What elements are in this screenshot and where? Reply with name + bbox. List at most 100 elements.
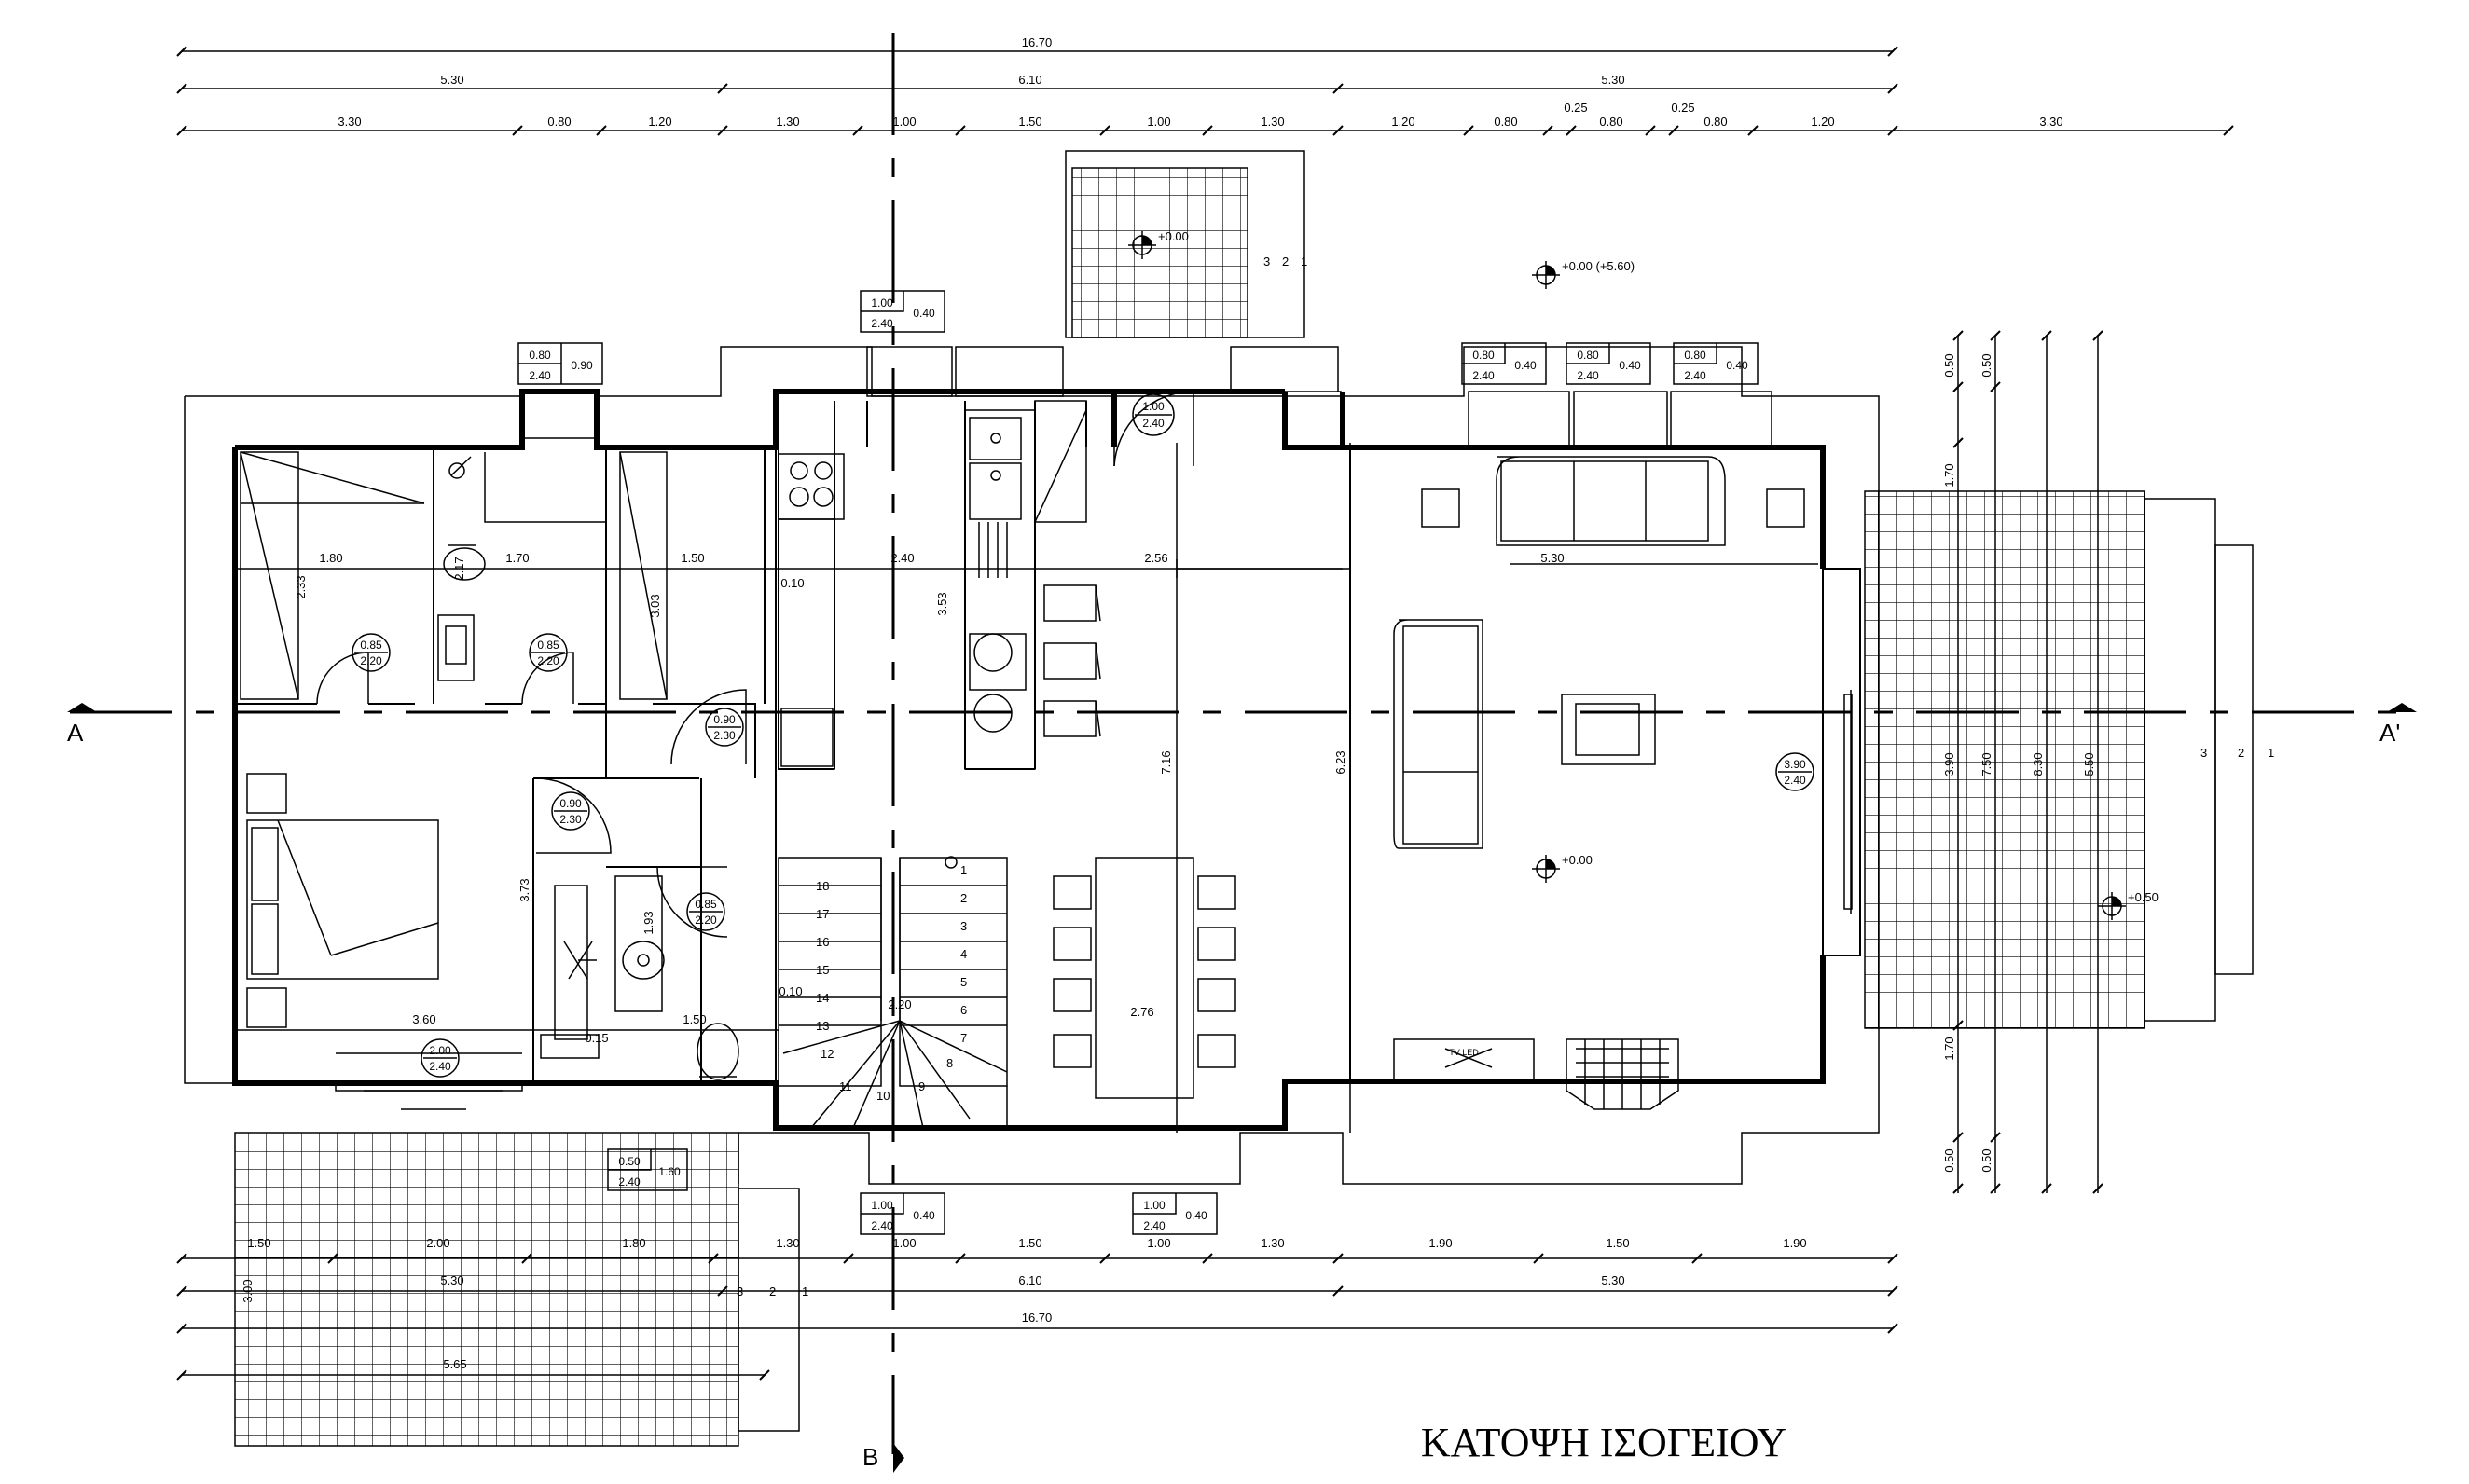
stair-step-6: 6 bbox=[960, 1003, 967, 1017]
opening-tag-boxes bbox=[352, 290, 1814, 1235]
stair-step-13: 13 bbox=[816, 1019, 829, 1033]
dim-170: 1.70 bbox=[505, 551, 529, 565]
dim-233: 2.33 bbox=[294, 575, 308, 598]
dim-right-run-2: 8.30 bbox=[2031, 752, 2045, 776]
ramp-right-3: 3 bbox=[2200, 746, 2207, 760]
closets bbox=[240, 451, 668, 700]
terrace-bottom bbox=[234, 1132, 800, 1447]
dim-top-l2-1: 6.10 bbox=[1018, 73, 1041, 87]
ramp-entry-3: 3 bbox=[1263, 254, 1270, 268]
tag-door-entry-w: 1.00 bbox=[1142, 400, 1165, 413]
tag-w-bot-left-w: 0.50 bbox=[618, 1155, 641, 1168]
dim-right-small-0: 0.50 bbox=[1942, 353, 1956, 377]
bedroom-furniture bbox=[246, 773, 523, 1110]
dim-716: 7.16 bbox=[1159, 750, 1173, 774]
dim-top-l3-8: 1.20 bbox=[1391, 115, 1414, 129]
level-terrace: +0.50 bbox=[2128, 890, 2159, 904]
dim-010a: 0.10 bbox=[780, 576, 804, 590]
stair-step-16: 16 bbox=[816, 935, 829, 949]
tag-door-bed-h: 2.30 bbox=[559, 813, 582, 826]
dim-top-l3-0: 3.30 bbox=[338, 115, 361, 129]
section-arrows bbox=[67, 703, 2417, 1473]
dim-top-l3-11: 0.80 bbox=[1703, 115, 1727, 129]
terrace-top-entry bbox=[1065, 150, 1305, 338]
stair-step-4: 4 bbox=[960, 947, 967, 961]
dim-right-small-b0: 0.50 bbox=[1942, 1148, 1956, 1172]
tag-door-b1-w: 0.85 bbox=[360, 639, 382, 652]
tag-w-top-left-w: 0.80 bbox=[529, 349, 551, 362]
dim-top-l3-6: 1.00 bbox=[1147, 115, 1170, 129]
tag-w-bot1-s: 0.40 bbox=[913, 1209, 935, 1222]
stair-step-10: 10 bbox=[876, 1089, 890, 1103]
tag-door-entry-h: 2.40 bbox=[1142, 417, 1165, 430]
stair-step-3: 3 bbox=[960, 919, 967, 933]
level-ground-upper: +0.00 (+5.60) bbox=[1562, 259, 1635, 273]
dim-right-mid: 1.70 bbox=[1942, 463, 1956, 487]
tag-w-bot1-h: 2.40 bbox=[871, 1219, 893, 1232]
dim-bot-l1-8: 1.90 bbox=[1428, 1236, 1452, 1250]
tag-w-top-r1-w: 0.80 bbox=[1472, 349, 1495, 362]
dim-150: 1.50 bbox=[681, 551, 704, 565]
dim-010b: 0.10 bbox=[779, 984, 802, 998]
tag-door-bath-w: 0.85 bbox=[695, 898, 717, 911]
door-swings bbox=[316, 391, 1853, 938]
dim-top-l3-7: 1.30 bbox=[1261, 115, 1284, 129]
stair-step-5: 5 bbox=[960, 975, 967, 989]
tag-w-top-r2-s: 0.40 bbox=[1619, 359, 1641, 372]
tag-door-b2-w: 0.85 bbox=[537, 639, 559, 652]
dim-top-l3-4: 1.00 bbox=[892, 115, 916, 129]
dim-top-l3-13: 3.30 bbox=[2039, 115, 2062, 129]
tag-w-bot2-w: 1.00 bbox=[1143, 1199, 1166, 1212]
section-lines bbox=[70, 33, 2410, 1454]
tag-w-top-r2-w: 0.80 bbox=[1577, 349, 1599, 362]
dining-table bbox=[1053, 857, 1236, 1099]
tag-w-top-r2-h: 2.40 bbox=[1577, 369, 1599, 382]
ramp-right-2: 2 bbox=[2238, 746, 2244, 760]
ramp-bottom-2: 2 bbox=[769, 1285, 776, 1298]
tag-door-b2-h: 2.20 bbox=[537, 654, 559, 667]
ramp-marks-right: 3 2 1 bbox=[2200, 746, 2274, 760]
tag-door-bath-h: 2.20 bbox=[695, 914, 717, 927]
section-mark-a: A bbox=[67, 719, 84, 747]
dim-top-l3-3: 1.30 bbox=[776, 115, 799, 129]
tag-door-kit-w: 0.90 bbox=[713, 713, 736, 726]
dimension-ticks bbox=[176, 46, 2234, 1381]
tag-w-top-r3-w: 0.80 bbox=[1684, 349, 1706, 362]
dim-terrace-width: 5.65 bbox=[443, 1357, 466, 1371]
tag-bedroom-win-h: 2.40 bbox=[429, 1060, 451, 1073]
dimension-lines bbox=[182, 50, 2228, 1376]
ramp-entry-1: 1 bbox=[1301, 254, 1307, 268]
dim-180: 1.80 bbox=[319, 551, 342, 565]
dim-right-mid2: 1.70 bbox=[1942, 1037, 1956, 1060]
dim-top-small-0: 0.25 bbox=[1564, 101, 1587, 115]
dim-right-small-b1: 0.50 bbox=[1979, 1148, 1993, 1172]
dim-217: 2.17 bbox=[452, 556, 466, 580]
exterior-walls bbox=[232, 389, 1826, 1131]
dim-top-l3-5: 1.50 bbox=[1018, 115, 1041, 129]
section-mark-a-prime: A' bbox=[2379, 719, 2400, 747]
dim-terrace-side: 3.00 bbox=[241, 1279, 255, 1302]
dim-stair: 2.20 bbox=[888, 997, 911, 1011]
ramp-bottom-3: 3 bbox=[737, 1285, 743, 1298]
stair-step-8: 8 bbox=[946, 1056, 953, 1070]
tv-label: TV LED bbox=[1449, 1048, 1479, 1057]
dim-top-small-1: 0.25 bbox=[1671, 101, 1694, 115]
dim-right-run-3: 5.50 bbox=[2082, 752, 2096, 776]
dim-530: 5.30 bbox=[1540, 551, 1564, 565]
dim-top-l3-9: 0.80 bbox=[1494, 115, 1517, 129]
tag-door-liv-w: 3.90 bbox=[1784, 758, 1806, 771]
stair-step-17: 17 bbox=[816, 907, 829, 921]
site-outline bbox=[184, 346, 1880, 1185]
level-marker-fills bbox=[1142, 236, 2121, 906]
dim-303: 3.03 bbox=[648, 594, 662, 617]
stair-step-12: 12 bbox=[821, 1047, 834, 1061]
dim-150b: 1.50 bbox=[683, 1012, 706, 1026]
dim-bot-l1-1: 2.00 bbox=[426, 1236, 449, 1250]
dim-373: 3.73 bbox=[517, 878, 531, 901]
stair-step-15: 15 bbox=[816, 963, 829, 977]
stair-step-1: 1 bbox=[960, 863, 967, 877]
dim-bot-l1-6: 1.00 bbox=[1147, 1236, 1170, 1250]
dim-bot-l2-1: 6.10 bbox=[1018, 1273, 1041, 1287]
dim-bot-l2-0: 5.30 bbox=[440, 1273, 463, 1287]
